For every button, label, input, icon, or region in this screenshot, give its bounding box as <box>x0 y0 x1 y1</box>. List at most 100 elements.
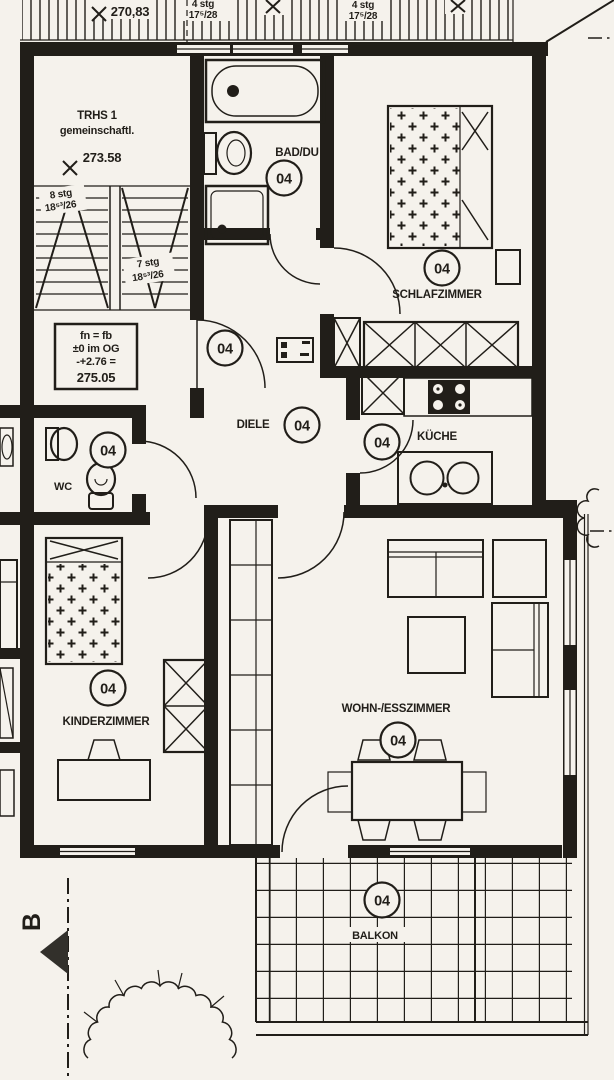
shower <box>204 184 270 246</box>
shelf-unit <box>229 519 273 846</box>
wall-neighbor-stub-a <box>0 648 20 659</box>
wall-bad-south-east <box>316 228 334 240</box>
wall-kitchen-west-upper <box>346 378 360 420</box>
bad-sink <box>215 130 253 176</box>
dining-table <box>350 760 464 822</box>
section-arrow <box>40 930 68 974</box>
wall-stair-east-lower <box>190 388 204 418</box>
kitchen-counter <box>403 377 533 417</box>
stairwell-trhs: TRHS 1 gemeinschaftl. 273.58 8 stg 18⁵³/… <box>34 110 190 391</box>
bathtub-drain <box>227 85 239 97</box>
label-kinderzimmer: KINDERZIMMER <box>62 716 150 728</box>
level-box-line2: ±0 im OG <box>73 343 120 355</box>
unit-badge-kinderzimmer: 04 <box>89 669 127 707</box>
flight-b-steps: 4 stg <box>352 0 374 11</box>
wc-sink <box>49 426 79 462</box>
unit-badge-wc: 04 <box>89 431 127 469</box>
door-arc-balkon <box>281 785 349 853</box>
schlaf-wardrobe <box>362 320 520 370</box>
level-box-line4: 275.05 <box>77 370 116 385</box>
unit-badges: 04 04 04 04 04 04 04 04 <box>89 159 461 919</box>
nightstand <box>495 249 521 285</box>
svg-text:04: 04 <box>217 342 233 358</box>
kids-bed-pillow <box>49 540 119 560</box>
wall-right-lower <box>563 500 577 858</box>
level-box-line3: -+2.76 = <box>76 356 115 368</box>
wall-wc-north <box>0 405 146 418</box>
door-arc-entrance <box>196 319 266 389</box>
windows <box>60 45 576 855</box>
unit-badge-balkon: 04 <box>363 881 401 919</box>
wall-kitchen-west-lower <box>346 473 360 505</box>
dining-chair-6 <box>461 771 487 813</box>
stair-run-line-right <box>121 187 189 309</box>
upper-flight-ratio: 18⁵³/26 <box>44 199 78 214</box>
desk-chair <box>86 739 122 761</box>
upper-landing: 270,83 4 stg 17⁵/28 4 stg 17⁵/28 <box>20 0 614 43</box>
unit-badge-entrance: 04 <box>206 329 244 367</box>
lower-flight-steps: 7 stg <box>136 256 160 270</box>
unit-badge-bad: 04 <box>265 159 303 197</box>
stove <box>428 380 470 414</box>
double-bed <box>386 104 494 250</box>
unit-badge-diele: 04 <box>283 406 321 444</box>
wall-neighbor-stub-b <box>0 742 20 753</box>
level-info-box <box>53 322 139 391</box>
level-cross-273 <box>62 160 78 176</box>
meter-box <box>276 337 314 363</box>
living-room-furniture <box>229 519 549 846</box>
shaft-box-a <box>333 317 361 369</box>
svg-text:04: 04 <box>294 419 310 435</box>
desk <box>57 759 151 801</box>
wall-schlaf-west-a <box>320 240 334 248</box>
bathtub <box>204 58 326 124</box>
door-arc-schlafzimmer <box>333 247 401 315</box>
sink-bowl-right <box>446 461 480 495</box>
wall-right-upper <box>532 42 546 512</box>
kitchen-fixtures <box>361 371 533 505</box>
upper-flight-steps: 8 stg <box>49 188 73 202</box>
label-wc: WC <box>54 481 72 493</box>
unit-badge-schlafzimmer: 04 <box>423 249 461 287</box>
svg-text:04: 04 <box>434 262 450 278</box>
level-cross-270 <box>91 6 107 22</box>
kids-bed-pattern <box>48 564 120 662</box>
label-bad-du: BAD/DU <box>275 147 319 159</box>
svg-text:04: 04 <box>374 894 390 910</box>
svg-text:04: 04 <box>100 444 116 460</box>
kitchen-sink-counter <box>397 451 493 505</box>
stairwell-name: TRHS 1 <box>77 110 118 122</box>
stairwell-level-mark: 273.58 <box>83 150 122 165</box>
wall-living-top-west <box>204 505 278 518</box>
cross-mark-b <box>450 0 466 13</box>
unit-badge-kueche: 04 <box>363 423 401 461</box>
sink-bowl-left <box>409 460 445 496</box>
bedroom-furniture <box>333 104 521 370</box>
tree-bottom-left <box>83 981 237 1059</box>
wall-wc-east-lower <box>132 494 146 512</box>
tree-right-edge <box>576 488 600 548</box>
bed-pillows <box>461 111 489 241</box>
label-balkon: BALKON <box>352 930 398 942</box>
wall-stair-east-upper <box>190 42 204 320</box>
unit-badge-wohnzimmer: 04 <box>379 721 417 759</box>
wall-left <box>20 42 34 858</box>
neighbor-partials <box>0 427 18 817</box>
bathroom-fixtures <box>203 58 326 246</box>
armchair <box>492 539 547 598</box>
wall-wc-east-upper <box>132 418 146 444</box>
kids-bed <box>44 536 124 666</box>
svg-text:04: 04 <box>276 172 292 188</box>
site-elements: B <box>18 488 614 1080</box>
label-schlafzimmer: SCHLAFZIMMER <box>392 289 482 301</box>
balcony <box>255 514 589 1036</box>
wall-schlaf-west-b <box>320 314 334 366</box>
bed-blanket-pattern <box>390 108 460 246</box>
door-arc-wc <box>138 440 197 499</box>
landing-level-label: 270,83 <box>111 4 150 19</box>
cross-mark-a <box>265 0 281 14</box>
lower-flight-ratio: 18⁵³/26 <box>131 269 165 284</box>
flight-a-ratio: 17⁵/28 <box>189 10 218 21</box>
